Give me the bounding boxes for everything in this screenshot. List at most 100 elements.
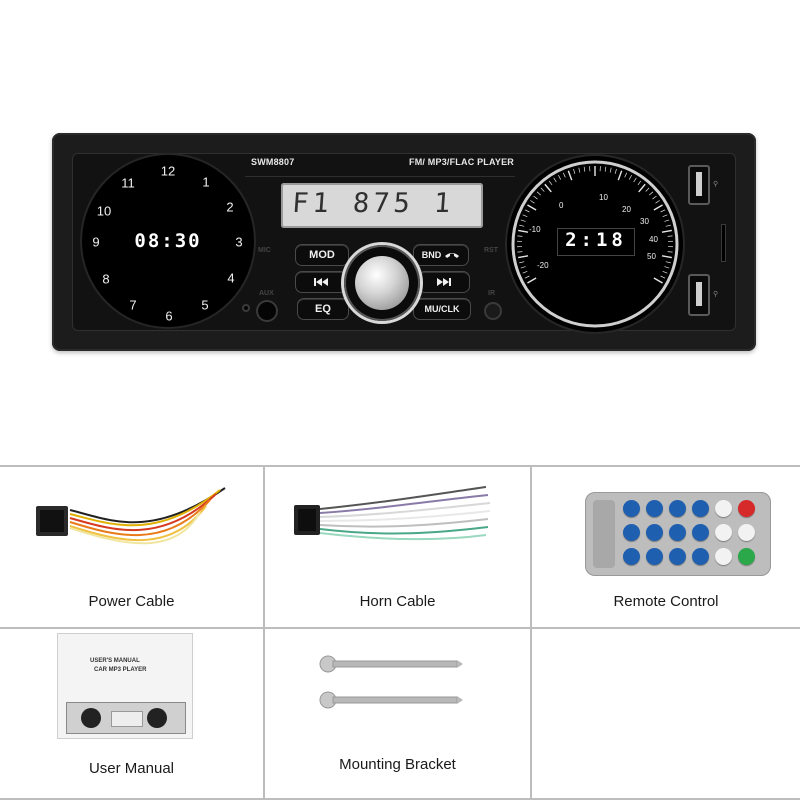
mod-button[interactable]: MOD xyxy=(295,244,349,266)
gauge-tick xyxy=(649,191,654,196)
gauge-tick xyxy=(522,271,528,274)
manual-unit-illustration xyxy=(66,702,186,734)
usb-port-bottom[interactable] xyxy=(688,274,710,316)
horn-cable-image xyxy=(294,486,491,541)
gauge-tick xyxy=(624,172,628,178)
gauge-number: 0 xyxy=(559,201,564,210)
remote-button xyxy=(669,524,686,541)
gauge-tick xyxy=(660,275,666,279)
gauge-tick xyxy=(520,266,526,269)
gauge-tick xyxy=(661,255,672,259)
gauge-tick xyxy=(518,229,529,233)
gauge-tick xyxy=(562,172,566,178)
volume-knob[interactable] xyxy=(355,256,409,310)
phone-icon xyxy=(445,253,460,258)
gauge-tick xyxy=(522,214,528,217)
clock-number: 6 xyxy=(165,308,173,324)
gauge-tick xyxy=(661,229,672,233)
previous-track-button[interactable] xyxy=(295,271,347,293)
clock-number: 3 xyxy=(235,234,243,250)
user-manual-label: User Manual xyxy=(88,760,175,777)
eq-button[interactable]: EQ xyxy=(297,298,349,320)
gauge-tick xyxy=(652,195,657,200)
gauge-tick xyxy=(527,204,537,211)
model-label: SWM8807 xyxy=(251,157,295,167)
gauge-tick xyxy=(628,174,632,180)
gauge-tick xyxy=(536,191,541,196)
gauge-number: 10 xyxy=(599,193,608,202)
clock-number: 5 xyxy=(201,297,209,313)
analog-clock-dial: 12 1 2 3 4 5 6 7 8 9 10 11 xyxy=(82,155,254,327)
gauge-tick xyxy=(614,168,617,174)
gauge-tick xyxy=(527,277,537,284)
gauge-tick xyxy=(553,177,557,183)
grid-column-divider xyxy=(263,465,265,800)
aux-jack[interactable] xyxy=(258,302,276,320)
mic-hole xyxy=(244,306,248,310)
remote-control-image xyxy=(585,492,771,576)
gauge-tick xyxy=(548,180,553,186)
manual-title: USER'S MANUAL xyxy=(90,658,140,664)
clock-number: 8 xyxy=(102,271,110,287)
gauge-tick xyxy=(667,235,673,237)
gauge-tick xyxy=(604,166,607,172)
gauge-tick xyxy=(667,251,673,253)
manual-subtitle: CAR MP3 PLAYER xyxy=(94,667,147,673)
gauge-tick xyxy=(664,219,670,222)
gauge-tick xyxy=(662,271,668,274)
gauge-number: -10 xyxy=(529,225,541,234)
grid-column-divider xyxy=(530,465,532,800)
power-cable-label: Power Cable xyxy=(88,593,175,610)
gauge-tick xyxy=(530,200,535,204)
remote-button xyxy=(646,500,663,517)
gauge-tick xyxy=(558,174,562,180)
clock-number: 9 xyxy=(92,234,100,250)
gauge-number: 40 xyxy=(649,235,658,244)
rst-label: RST xyxy=(484,247,498,254)
gauge-tick xyxy=(520,219,526,222)
mute-clock-button[interactable]: MU/CLK xyxy=(413,298,471,320)
gauge-tick xyxy=(617,170,623,181)
gauge-scale: -20 -10 0 10 20 30 40 50 xyxy=(511,160,679,328)
gauge-tick xyxy=(567,170,573,181)
gauge-tick xyxy=(645,187,650,192)
user-manual-image: USER'S MANUAL CAR MP3 PLAYER xyxy=(58,634,192,738)
gauge-number: 50 xyxy=(647,252,656,261)
gauge-tick xyxy=(633,177,637,183)
gauge-tick xyxy=(524,275,530,279)
bezel-divider xyxy=(245,176,515,177)
gauge-tick xyxy=(517,251,523,253)
gauge-tick xyxy=(573,168,576,174)
gauge-tick xyxy=(653,277,663,284)
gauge-tick xyxy=(524,209,530,213)
gauge-number: 30 xyxy=(640,217,649,226)
usb-port-top[interactable] xyxy=(688,165,710,205)
remote-button xyxy=(715,524,732,541)
remote-button xyxy=(738,548,755,565)
grid-middle-border xyxy=(0,627,800,629)
gauge-tick xyxy=(637,180,642,186)
clock-number: 12 xyxy=(160,163,176,179)
band-phone-button[interactable]: BND xyxy=(413,244,469,266)
aux-label: AUX xyxy=(259,290,274,297)
gauge-tick xyxy=(665,261,671,264)
sd-card-slot[interactable] xyxy=(722,225,725,261)
next-track-button[interactable] xyxy=(418,271,470,293)
gauge-digital-time: 2:18 xyxy=(558,229,634,255)
gauge-tick xyxy=(578,167,581,173)
remote-ir-window xyxy=(593,500,615,568)
mounting-bracket-image xyxy=(319,655,463,709)
gauge-tick xyxy=(664,266,670,269)
gauge-number: 20 xyxy=(622,205,631,214)
remote-button xyxy=(692,524,709,541)
bnd-label: BND xyxy=(421,250,442,260)
clock-number: 7 xyxy=(129,297,137,313)
gauge-tick xyxy=(519,261,525,264)
clock-number: 2 xyxy=(226,199,234,215)
horn-cable-label: Horn Cable xyxy=(359,593,436,610)
remote-button xyxy=(715,500,732,517)
gauge-number: -20 xyxy=(537,261,549,270)
gauge-tick xyxy=(655,200,660,204)
gauge-tick xyxy=(519,224,525,227)
gauge-tick xyxy=(540,187,545,192)
